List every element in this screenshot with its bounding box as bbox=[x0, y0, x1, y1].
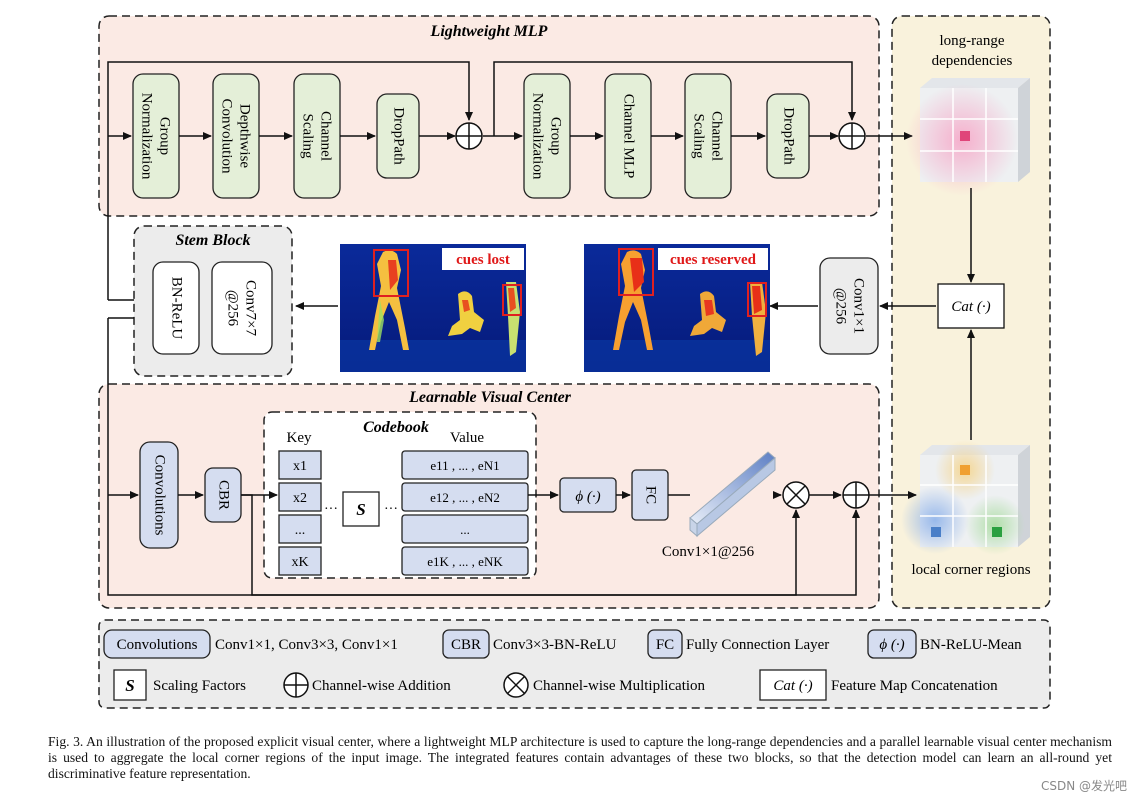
legend-phi-swatch bbox=[867, 629, 917, 659]
key-text: x2 bbox=[293, 491, 307, 506]
add-node-2 bbox=[838, 122, 866, 150]
legend-cbr-text: Conv3×3-BN-ReLU bbox=[493, 637, 617, 653]
legend-s-symbol: S bbox=[125, 676, 134, 695]
legend-cbr-symbol: CBR bbox=[451, 637, 481, 653]
conv1x1-box bbox=[819, 257, 879, 355]
local-corner-cube bbox=[901, 440, 1030, 555]
block-label: DropPath bbox=[391, 107, 407, 165]
conv7-label-2: @256 bbox=[225, 290, 241, 327]
legend-fc-text: Fully Connection Layer bbox=[686, 637, 829, 653]
block-label: Normalization bbox=[530, 93, 546, 180]
block-label: Scaling bbox=[691, 114, 707, 159]
legend-cat-symbol: Cat (·) bbox=[773, 678, 812, 694]
key-text: x1 bbox=[293, 459, 307, 474]
stem-title: Stem Block bbox=[175, 232, 250, 249]
cues-lost-tag: cues lost bbox=[456, 252, 510, 268]
conv1x1-label-1: Conv1×1 bbox=[851, 278, 867, 334]
fc-label: FC bbox=[643, 486, 659, 504]
block-label: Channel MLP bbox=[621, 94, 637, 179]
long-range-label-1: long-range bbox=[940, 33, 1005, 49]
legend-multiply-icon bbox=[503, 672, 529, 698]
cat-label: Cat (·) bbox=[951, 299, 990, 315]
mlp-title: Lightweight MLP bbox=[430, 23, 548, 40]
value-text: ... bbox=[460, 522, 470, 537]
value-cell bbox=[401, 514, 529, 544]
conv-vector-label: Conv1×1@256 bbox=[662, 544, 755, 560]
dots-right: ··· bbox=[384, 502, 398, 517]
conv1x1-label-2: @256 bbox=[833, 288, 849, 325]
heatmap-cues-lost: cues lost bbox=[340, 244, 526, 372]
local-corner-label: local corner regions bbox=[911, 562, 1030, 578]
value-text: e11 , ... , eN1 bbox=[430, 458, 499, 473]
value-text: e1K , ... , eNK bbox=[427, 554, 503, 569]
key-header: Key bbox=[287, 430, 312, 446]
value-cell bbox=[401, 450, 529, 480]
legend-fc-symbol: FC bbox=[656, 637, 674, 653]
block-label: Depthwise bbox=[237, 104, 253, 168]
convolutions-label: Convolutions bbox=[152, 455, 168, 536]
right-connectors bbox=[879, 188, 975, 440]
add-node-1 bbox=[455, 122, 483, 150]
block-label: DropPath bbox=[781, 107, 797, 165]
legend-cat-text: Feature Map Concatenation bbox=[831, 678, 998, 694]
legend-conv-symbol: Convolutions bbox=[117, 637, 198, 653]
key-cell bbox=[278, 546, 322, 576]
legend-cat-swatch bbox=[759, 669, 827, 701]
block-label: Convolution bbox=[219, 98, 235, 174]
block-label: Channel bbox=[709, 111, 725, 161]
block-label: Normalization bbox=[139, 93, 155, 180]
legend-fc-swatch bbox=[647, 629, 683, 659]
legend-add-icon bbox=[283, 672, 309, 698]
key-list: x1 x2 ... xK bbox=[278, 450, 322, 576]
value-cell bbox=[401, 546, 529, 576]
figure-caption: Fig. 3. An illustration of the proposed … bbox=[48, 734, 1112, 781]
legend-phi-symbol: ϕ (·) bbox=[879, 637, 904, 653]
key-text: xK bbox=[291, 555, 308, 570]
key-text: ... bbox=[295, 523, 306, 538]
legend-cbr-swatch bbox=[442, 629, 490, 659]
scaling-box bbox=[342, 491, 380, 527]
legend-phi-text: BN-ReLU-Mean bbox=[920, 637, 1022, 653]
watermark: CSDN @发光吧 bbox=[1040, 779, 1127, 793]
lvc-title: Learnable Visual Center bbox=[408, 389, 572, 406]
key-cell bbox=[278, 514, 322, 544]
cues-reserved-tag: cues reserved bbox=[670, 252, 757, 268]
block-label: Scaling bbox=[300, 114, 316, 159]
legend-conv-text: Conv1×1, Conv3×3, Conv1×1 bbox=[215, 637, 398, 653]
key-cell bbox=[278, 482, 322, 512]
block-label: Group bbox=[157, 117, 173, 155]
long-range-cube bbox=[906, 78, 1030, 196]
lvc-connectors bbox=[107, 491, 917, 596]
value-header: Value bbox=[450, 430, 484, 446]
mlp-connectors bbox=[107, 61, 913, 300]
conv7-block bbox=[211, 261, 273, 355]
legend-add-text: Channel-wise Addition bbox=[312, 678, 451, 694]
legend-s-text: Scaling Factors bbox=[153, 678, 246, 694]
cbr-label: CBR bbox=[216, 480, 232, 510]
bn-relu-label: BN-ReLU bbox=[169, 277, 185, 340]
scaling-symbol: S bbox=[356, 500, 365, 519]
value-cell bbox=[401, 482, 529, 512]
value-list: e11 , ... , eN1 e12 , ... , eN2 ... e1K … bbox=[401, 450, 529, 576]
bn-relu-block bbox=[152, 261, 200, 355]
multiply-node bbox=[782, 481, 810, 509]
key-cell bbox=[278, 450, 322, 480]
dots-left: ··· bbox=[324, 502, 338, 517]
legend-multiply-text: Channel-wise Multiplication bbox=[533, 678, 706, 694]
long-range-label-2: dependencies bbox=[932, 53, 1013, 69]
legend-conv-swatch bbox=[103, 629, 211, 659]
phi-label: ϕ (·) bbox=[575, 489, 600, 505]
heatmap-cues-reserved: cues reserved bbox=[584, 244, 770, 372]
legend-s-swatch bbox=[113, 669, 147, 701]
block-label: Channel bbox=[318, 111, 334, 161]
add-node-3 bbox=[842, 481, 870, 509]
value-text: e12 , ... , eN2 bbox=[430, 490, 500, 505]
vector-bar bbox=[689, 451, 776, 538]
block-label: Group bbox=[548, 117, 564, 155]
conv7-label-1: Conv7×7 bbox=[243, 280, 259, 336]
cat-node bbox=[937, 283, 1005, 329]
codebook-title: Codebook bbox=[363, 419, 429, 436]
